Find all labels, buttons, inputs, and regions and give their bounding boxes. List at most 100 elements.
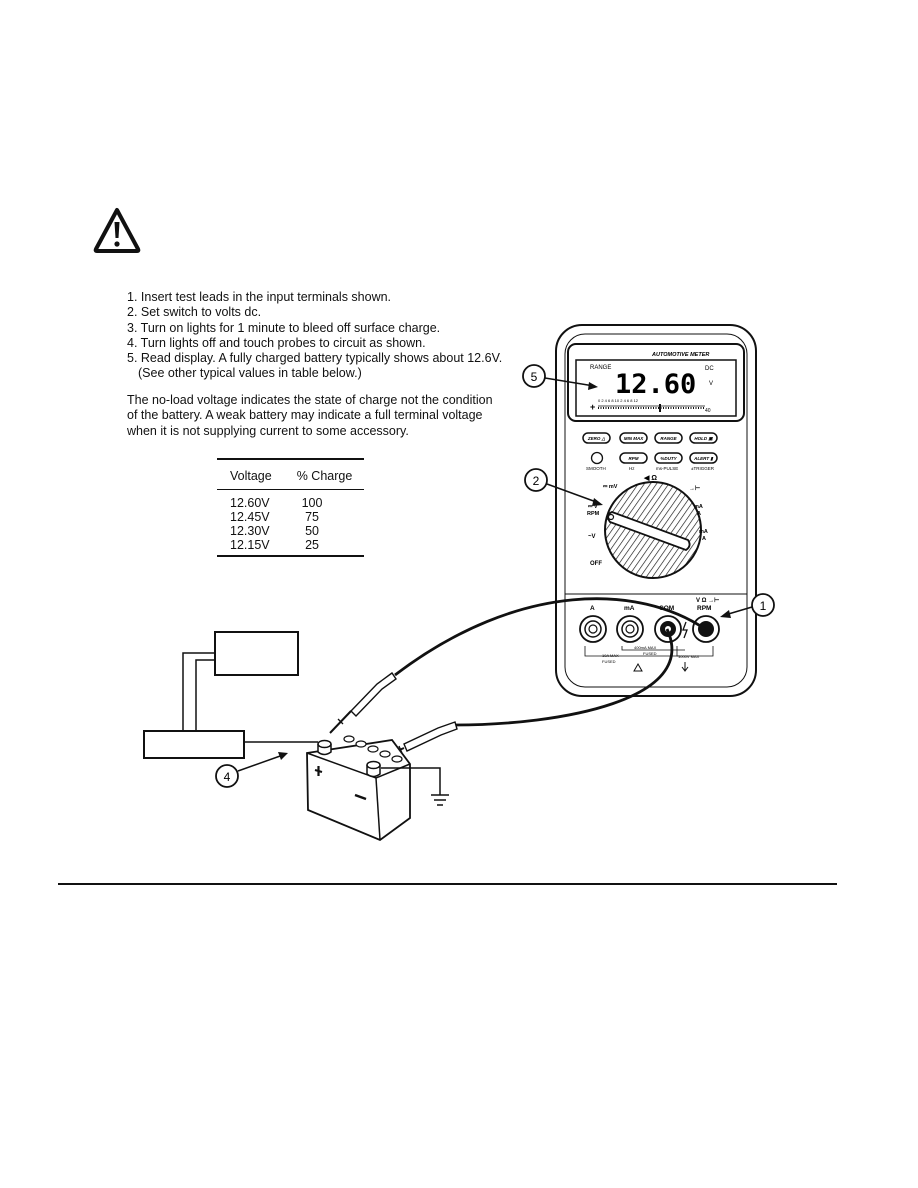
ground-icon (431, 794, 449, 806)
step-5: 5. Read display. A fully charged battery… (127, 351, 503, 366)
fuse-400ma-label: 400mA MAX (634, 645, 657, 650)
table-row: 12.30V 50 (217, 524, 364, 538)
red-probe (329, 672, 397, 734)
range-button-label: RANGE (660, 436, 677, 441)
charge-cell: 75 (305, 510, 319, 524)
multimeter: AUTOMOTIVE METER RANGE DC V 12.60 + 0 2 … (555, 324, 757, 697)
high-voltage-icon (682, 621, 688, 639)
step-3: 3. Turn on lights for 1 minute to bleed … (127, 320, 441, 335)
dial-diode-label: →⊢ (689, 484, 700, 492)
min-max-button[interactable]: MIN MAX (619, 432, 648, 444)
step-5-note: (See other typical values in table below… (138, 366, 362, 381)
callout-5-number: 5 (531, 370, 538, 384)
dial-ohm-label: ◀ Ω (643, 475, 657, 482)
dial-a-dc-label: A (697, 511, 701, 517)
hz-label: Hz (629, 466, 635, 471)
bar-plus-sign: + (590, 402, 595, 412)
dial-mv-label: ⎓ mV (603, 484, 618, 490)
lights-load-box (214, 631, 299, 676)
note-line: when it is not supplying current to some… (127, 423, 409, 438)
voltage-cell: 12.15V (217, 538, 284, 557)
zero-button-label: ZERO △ (587, 436, 606, 441)
table-row: 12.45V 75 (217, 510, 364, 524)
col-header-voltage: Voltage (217, 458, 284, 490)
rpm-button[interactable]: RPM (619, 452, 648, 464)
charge-cell: 100 (301, 496, 323, 510)
min-max-button-label: MIN MAX (624, 436, 644, 441)
terminal-rpm-label: RPM (697, 605, 711, 612)
table-header-row: Voltage % Charge (217, 458, 365, 490)
voltage-cell: 12.30V (230, 524, 270, 538)
terminal-a-jack[interactable] (579, 615, 607, 643)
terminal-v-ohm-label: V Ω →⊢ (696, 596, 719, 604)
voltage-cell: 12.45V (230, 510, 270, 524)
callout-5: 5 (522, 364, 598, 390)
bottom-rule (58, 883, 837, 885)
col-header-charge: % Charge (283, 458, 365, 490)
callout-1-number: 1 (760, 599, 767, 613)
dial-ma-dc-label: mA (694, 504, 703, 510)
terminal-ma-jack[interactable] (616, 615, 644, 643)
charge-table: Voltage % Charge 12.60V 100 12.45V 75 12… (217, 458, 365, 557)
voltage-cell: 12.60V (230, 496, 270, 510)
accessory-load-box (143, 730, 245, 759)
charge-cell: 50 (305, 524, 319, 538)
callout-2-number: 2 (533, 474, 540, 488)
alert-button[interactable]: ALERT ▮ (689, 452, 718, 464)
note-line: The no-load voltage indicates the state … (127, 393, 493, 407)
dial-vdc-label: ⎓ V (588, 504, 598, 510)
duty-button[interactable]: %DUTY (654, 452, 683, 464)
dial-ma-ac-label: mA (699, 529, 708, 535)
step-2: 2. Set switch to volts dc. (127, 305, 262, 320)
display-reading: 12.60 (615, 369, 696, 400)
terminal-v-jack[interactable] (692, 615, 720, 643)
zero-button[interactable]: ZERO △ (582, 432, 611, 444)
range-button[interactable]: RANGE (654, 432, 683, 444)
battery (306, 735, 411, 842)
terminal-a-label: A (590, 605, 595, 612)
dial-rpm-label: RPM (587, 511, 600, 517)
max-1000v-label: 1000V MAX (678, 654, 700, 659)
trigger-label: ±TRIGGER (691, 466, 715, 471)
ms-pulse-label: ms-PULSE (656, 466, 678, 471)
callout-2: 2 (524, 468, 603, 506)
rpm-button-label: RPM (629, 456, 639, 461)
ground-arrow-icon (681, 662, 689, 672)
smooth-label: SMOOTH (586, 466, 606, 471)
fuse-label: FUSED (643, 651, 657, 656)
step-1: 1. Insert test leads in the input termin… (127, 290, 392, 304)
charge-cell: 25 (283, 538, 365, 557)
callout-4: 4 (215, 752, 288, 788)
caution-small-icon (633, 662, 643, 672)
dial-a-ac-label: A (702, 536, 706, 542)
dial-vac-label: ~V (588, 534, 596, 540)
terminal-ma-label: mA (624, 605, 635, 612)
red-test-lead (394, 597, 706, 677)
note-line: of the battery. A weak battery may indic… (127, 408, 483, 423)
fuse-10a-label: 10A MAX (602, 653, 619, 658)
instruction-steps: 1. Insert test leads in the input termin… (127, 290, 537, 382)
black-test-lead (454, 628, 674, 727)
step-4: 4. Turn lights off and touch probes to c… (127, 335, 426, 350)
fuse-label-2: FUSED (602, 659, 616, 664)
bar-end-label: 40 (705, 408, 711, 414)
hold-button[interactable]: HOLD ▣ (689, 432, 718, 444)
hold-button-label: HOLD ▣ (694, 436, 713, 441)
meter-brand: AUTOMOTIVE METER (651, 352, 709, 358)
callout-1: 1 (720, 593, 775, 618)
volt-unit-label: V (709, 381, 713, 387)
duty-button-label: %DUTY (660, 456, 677, 461)
function-dial[interactable] (604, 481, 702, 579)
dial-off-label: OFF (590, 561, 602, 567)
alert-button-label: ALERT ▮ (693, 456, 713, 461)
dc-label: DC (705, 366, 714, 372)
table-row: 12.60V 100 (217, 490, 364, 511)
smooth-button[interactable] (590, 451, 604, 465)
callout-4-number: 4 (224, 770, 231, 784)
bar-scale-labels: 0 2 4 6 8 10 2 4 6 8 12 (598, 398, 639, 403)
table-row: 12.15V 25 (217, 538, 365, 557)
no-load-note: The no-load voltage indicates the state … (127, 393, 522, 439)
range-label: RANGE (590, 365, 611, 371)
warning-triangle-icon (93, 208, 141, 253)
